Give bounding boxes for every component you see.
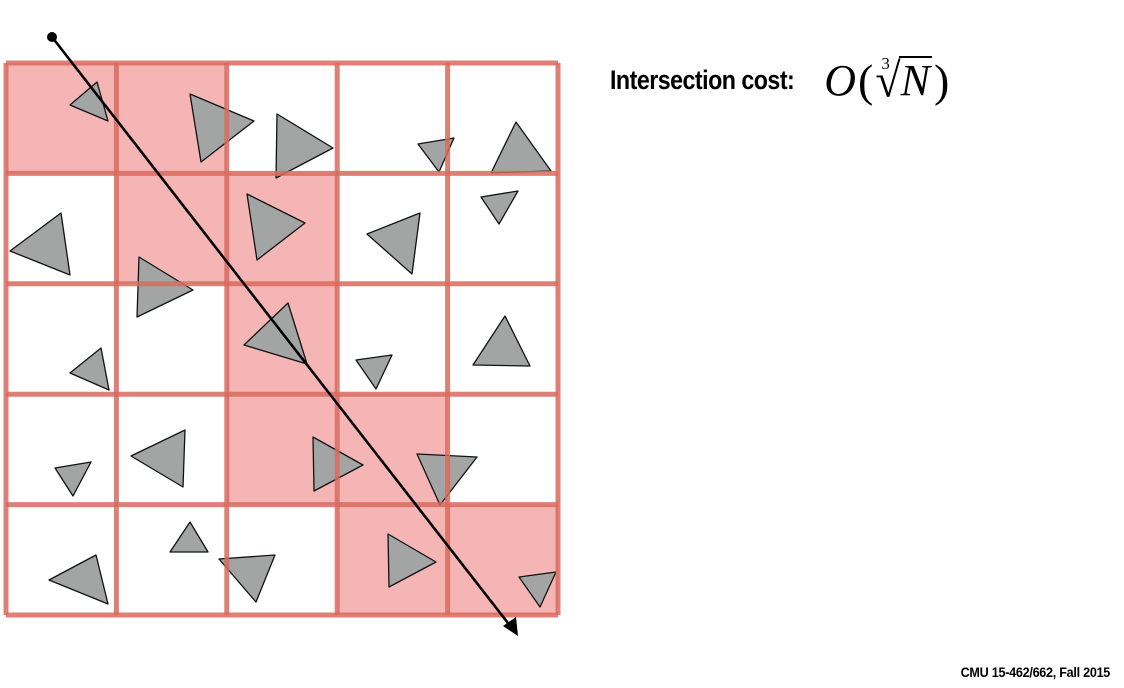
- triangle: [490, 121, 552, 174]
- radicand: N: [898, 55, 932, 105]
- course-footer: CMU 15-462/662, Fall 2015: [960, 664, 1111, 680]
- triangle: [48, 554, 109, 605]
- cube-root: 3 √ N: [875, 53, 932, 108]
- intersection-cost-heading: Intersection cost: O ( 3 √ N ): [610, 48, 949, 112]
- root-index: 3: [881, 53, 890, 73]
- triangle: [387, 533, 437, 588]
- big-o-symbol: O: [824, 55, 857, 105]
- open-paren: (: [858, 54, 874, 106]
- ray-line: [50, 36, 513, 628]
- complexity-formula: O ( 3 √ N ): [824, 54, 949, 107]
- triangle: [472, 315, 531, 367]
- grid-lines: [3, 60, 561, 618]
- triangle: [9, 212, 71, 276]
- triangle: [275, 113, 334, 179]
- triangle: [480, 190, 519, 225]
- ray-origin-dot: [47, 32, 57, 42]
- triangle: [69, 347, 110, 391]
- close-paren: ): [933, 54, 950, 106]
- triangle: [136, 256, 194, 318]
- triangle: [355, 354, 393, 390]
- highlighted-cell: [6, 63, 117, 174]
- uniform-grid-diagram: [3, 32, 561, 636]
- triangle: [243, 302, 308, 365]
- triangle: [169, 521, 209, 553]
- intersection-cost-label: Intersection cost:: [610, 64, 795, 95]
- triangles: [9, 81, 557, 608]
- root-sign: √: [875, 53, 901, 108]
- triangle: [218, 554, 276, 603]
- highlighted-cell: [337, 394, 448, 505]
- triangle: [130, 429, 186, 488]
- ray: [47, 32, 518, 636]
- triangle: [366, 212, 421, 275]
- triangle: [54, 461, 92, 497]
- triangle: [246, 193, 306, 261]
- ray-arrowhead: [503, 617, 518, 636]
- triangle: [518, 571, 557, 608]
